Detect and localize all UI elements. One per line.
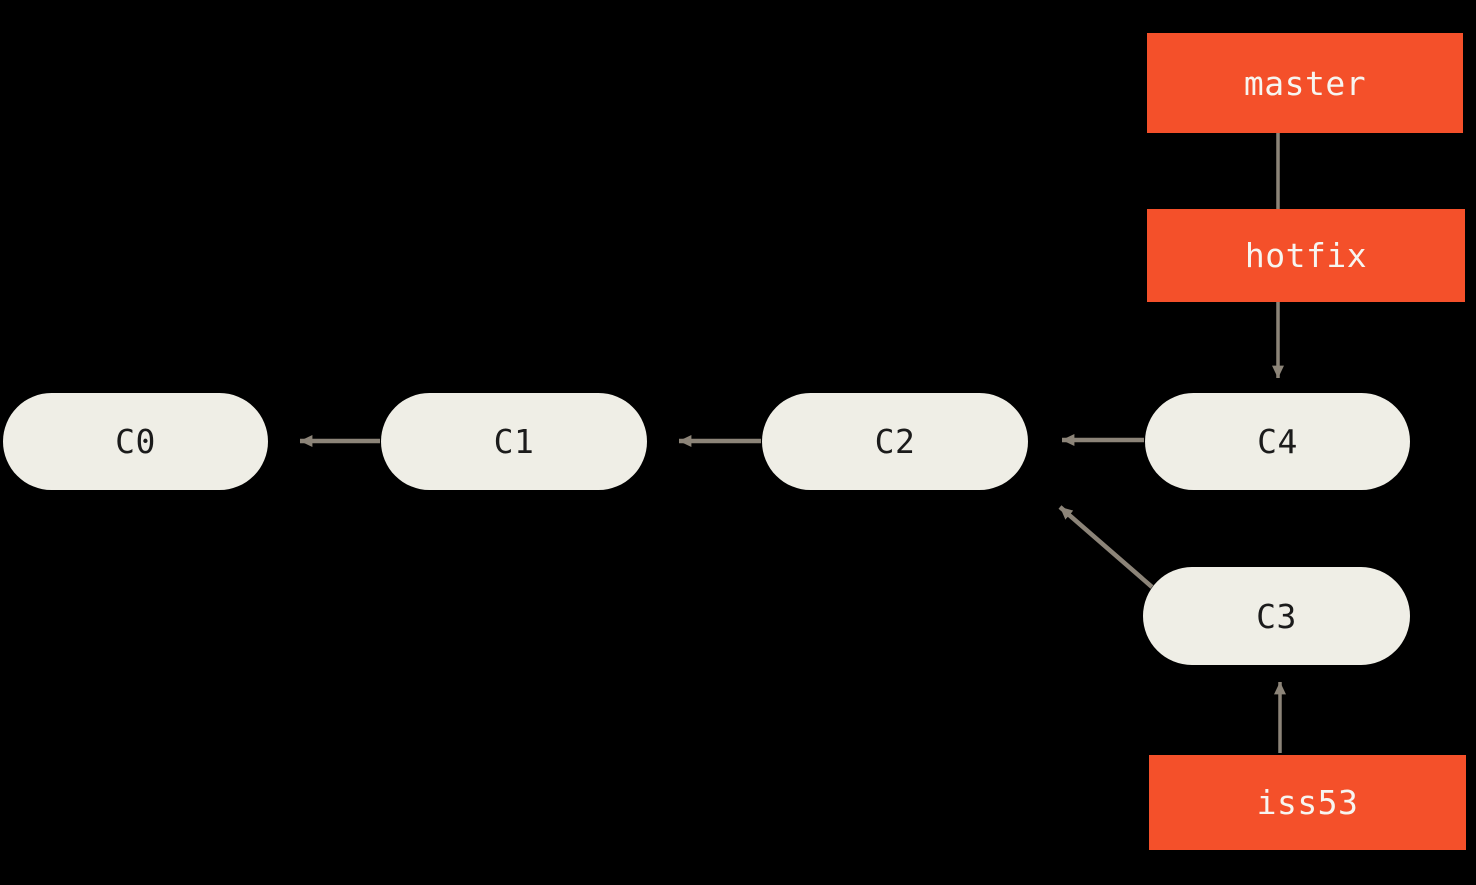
- commit-label: C2: [874, 422, 916, 461]
- commit-label: C1: [493, 422, 535, 461]
- commit-node-c1[interactable]: C1: [381, 393, 647, 490]
- edge-c3-to-c2: [1058, 505, 1154, 589]
- branch-label-master[interactable]: master: [1147, 33, 1463, 133]
- branch-label-text: iss53: [1256, 783, 1359, 822]
- commit-node-c0[interactable]: C0: [3, 393, 268, 490]
- branch-label-iss53[interactable]: iss53: [1149, 755, 1466, 850]
- branch-label-hotfix[interactable]: hotfix: [1147, 209, 1465, 302]
- commit-node-c4[interactable]: C4: [1145, 393, 1410, 490]
- branch-label-text: hotfix: [1244, 236, 1368, 275]
- commit-node-c2[interactable]: C2: [762, 393, 1028, 490]
- branch-label-text: master: [1243, 63, 1367, 103]
- commit-node-c3[interactable]: C3: [1143, 567, 1410, 665]
- commit-label: C4: [1257, 422, 1298, 461]
- commit-label: C3: [1256, 596, 1297, 636]
- commit-label: C0: [115, 422, 156, 461]
